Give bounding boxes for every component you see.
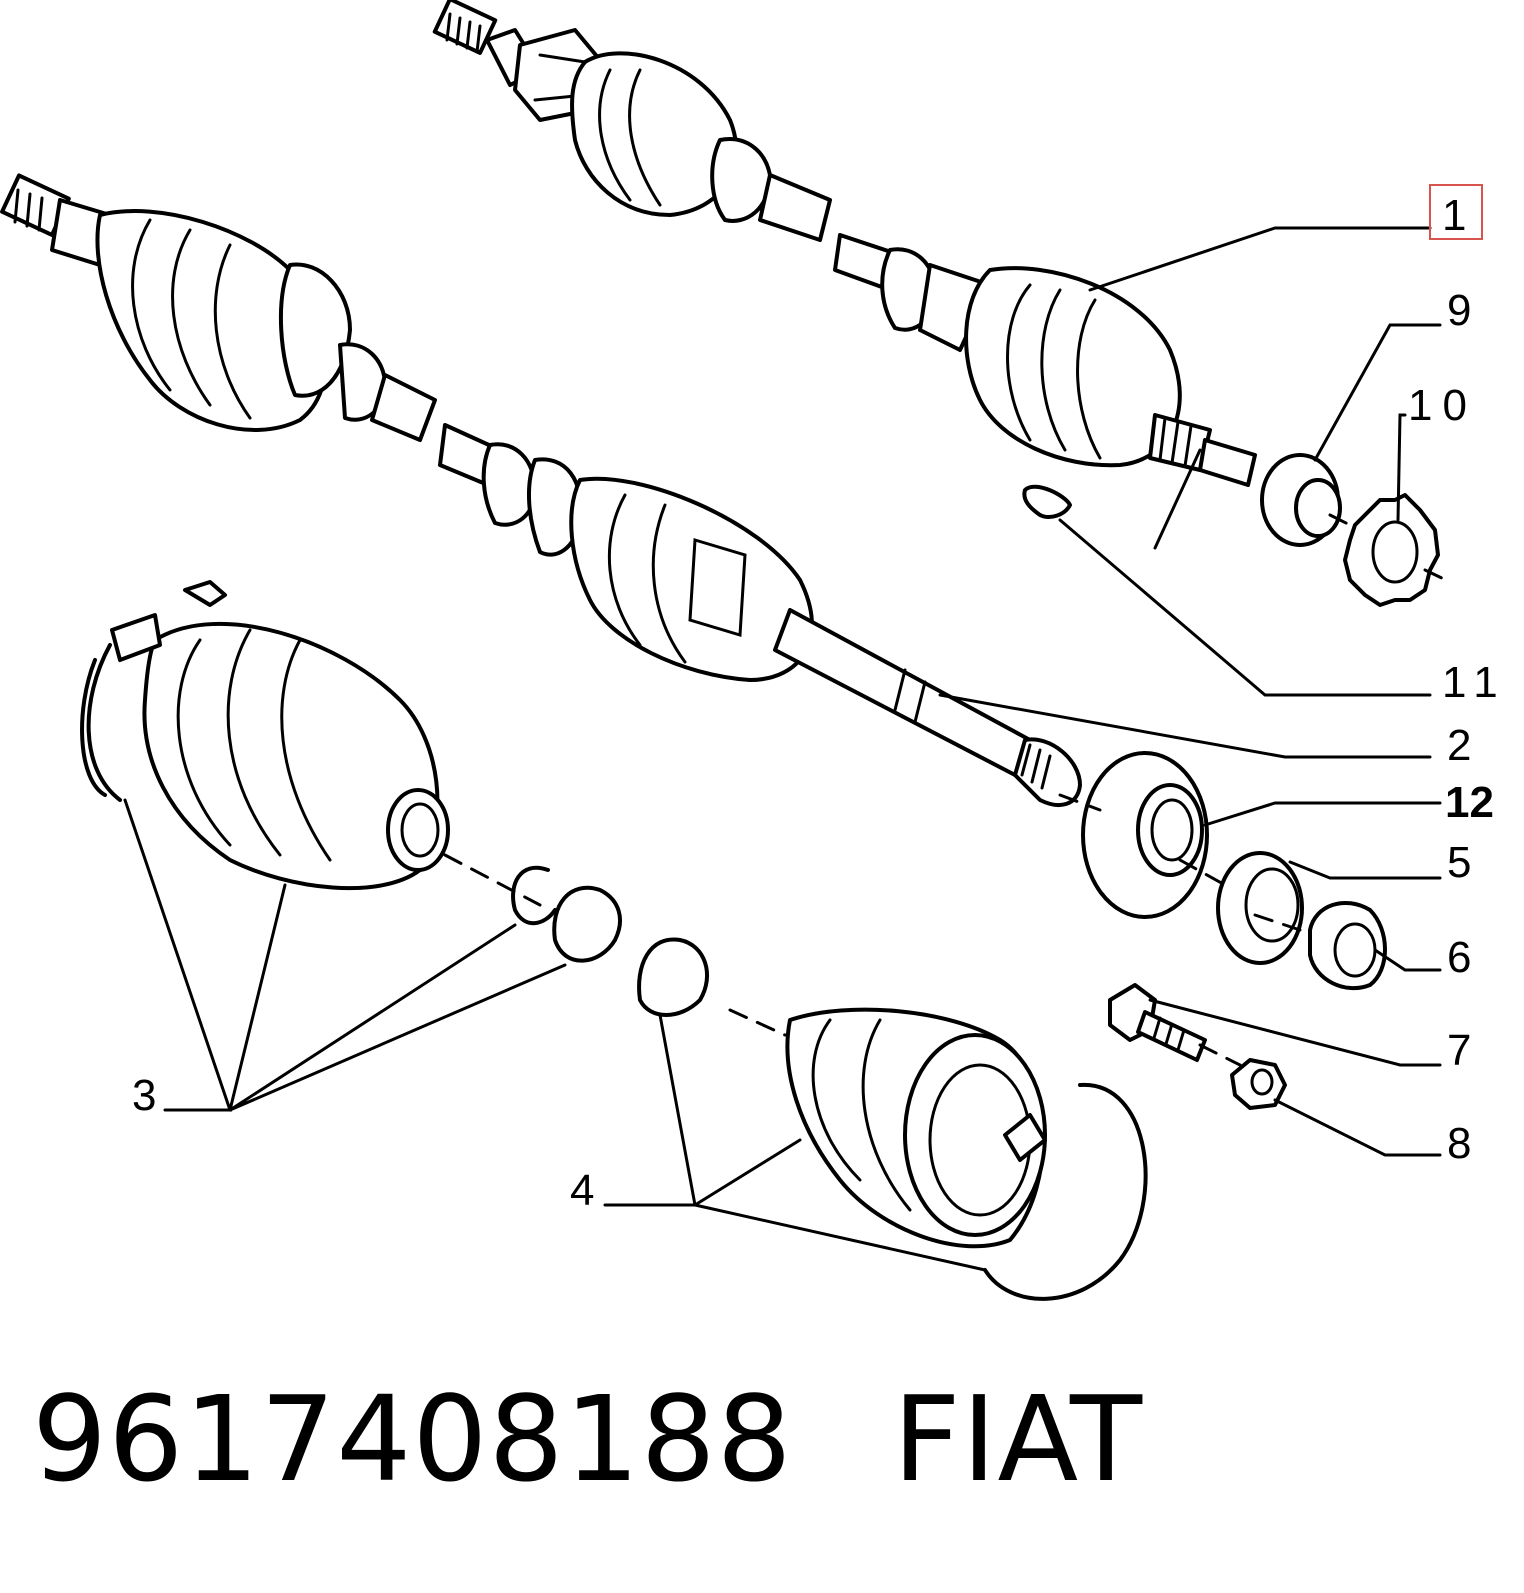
part-11-clip (1022, 484, 1072, 519)
part-10-locking-cap (1343, 493, 1440, 607)
leader-lines (123, 226, 1452, 1272)
callout-11: 11 (1442, 658, 1508, 707)
upper-drive-shaft (432, 0, 1257, 487)
callout-9: 9 (1447, 286, 1471, 335)
part-4-outer-boot-kit (637, 937, 1148, 1301)
part-6-bushing (1308, 900, 1387, 991)
callout-10: 10 (1408, 381, 1477, 430)
part-9-hub-nut (1260, 453, 1342, 547)
callout-1: 1 (1442, 191, 1466, 240)
part-3-inner-boot-kit (80, 580, 622, 963)
part-12-dust-shield (1081, 751, 1209, 919)
callout-12: 12 (1445, 778, 1494, 827)
callout-5: 5 (1447, 838, 1471, 887)
part-5-bearing (1216, 851, 1304, 965)
lower-drive-shaft (0, 173, 1082, 807)
brand-name: FIAT (892, 1370, 1144, 1508)
callout-7: 7 (1447, 1026, 1471, 1075)
callout-labels: 1 9 10 11 2 12 5 6 7 8 3 4 (132, 191, 1508, 1215)
part-8-nut (1230, 1058, 1287, 1110)
part-7-bolt (1108, 983, 1207, 1062)
callout-2: 2 (1447, 721, 1471, 770)
part-number: 9617408188 (32, 1370, 793, 1508)
highlight-box-callout-1 (1429, 184, 1483, 240)
callout-4: 4 (570, 1166, 594, 1215)
part-caption: 9617408188 FIAT (32, 1370, 1143, 1508)
callout-6: 6 (1447, 933, 1471, 982)
callout-8: 8 (1447, 1119, 1471, 1168)
callout-3: 3 (132, 1071, 156, 1120)
